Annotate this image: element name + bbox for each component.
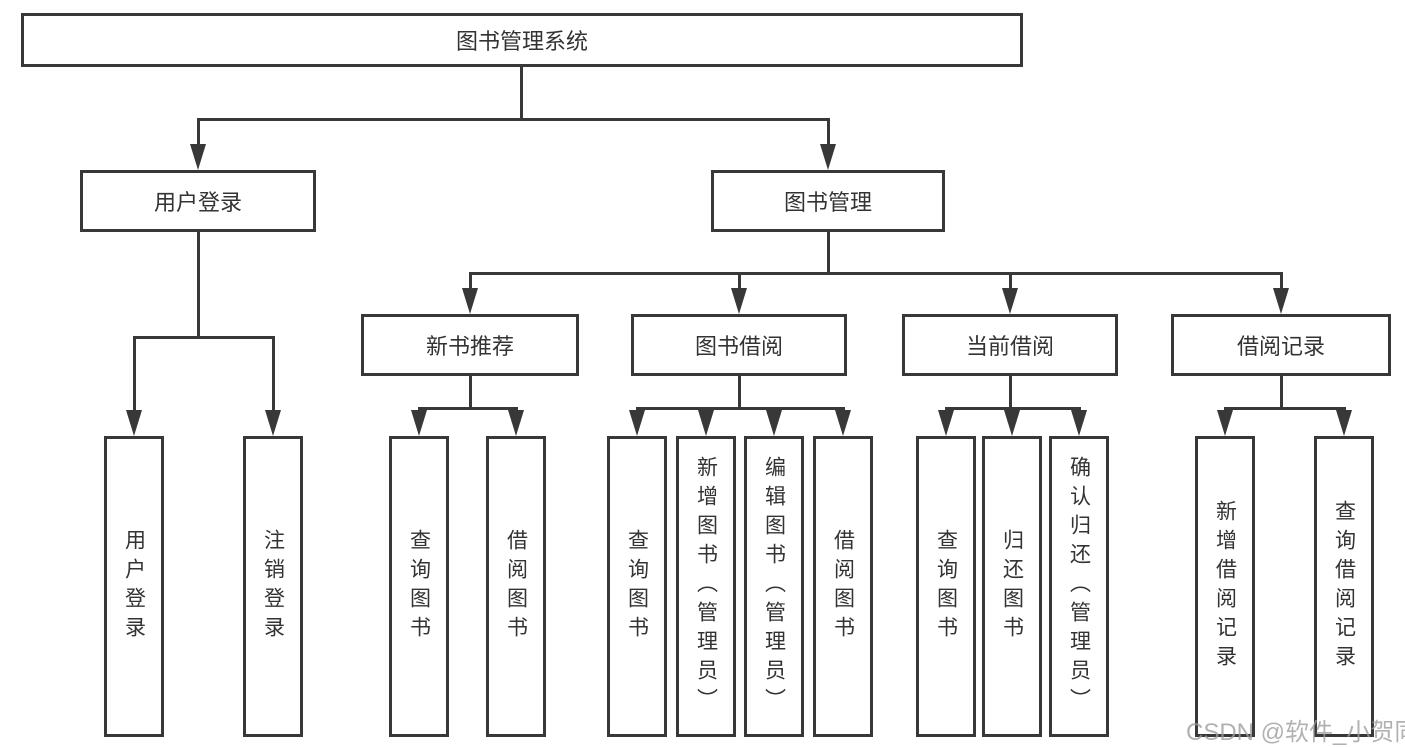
arrow-down-icon (265, 410, 281, 436)
arrow-down-icon (1217, 410, 1233, 436)
connector-line (133, 336, 136, 412)
arrow-down-icon (411, 410, 427, 436)
leaf-edit-book-admin: 编辑图书（管理员） (744, 436, 804, 737)
arrow-down-icon (629, 410, 645, 436)
leaf-label: 新增图书（管理员） (694, 456, 718, 717)
arrow-down-icon (508, 410, 524, 436)
connector-line (197, 232, 200, 339)
connector-line (469, 272, 472, 292)
leaf-add-book-admin: 新增图书（管理员） (676, 436, 736, 737)
leaf-borrow-books-recommend: 借阅图书 (486, 436, 546, 737)
node-current-borrow: 当前借阅 (902, 314, 1118, 376)
leaf-label: 借阅图书 (831, 528, 855, 645)
leaf-label: 新增借阅记录 (1213, 499, 1237, 674)
leaf-label: 查询图书 (407, 528, 431, 645)
leaf-add-borrow-record: 新增借阅记录 (1195, 436, 1255, 737)
leaf-label: 归还图书 (1000, 528, 1024, 645)
leaf-label: 查询图书 (625, 528, 649, 645)
arrow-down-icon (698, 410, 714, 436)
connector-line (469, 376, 472, 410)
connector-line (945, 407, 1081, 410)
connector-line (418, 407, 518, 410)
watermark: CSDN @软件_小贺同学 (1186, 719, 1405, 746)
arrow-down-icon (731, 288, 747, 314)
leaf-query-books-borrow: 查询图书 (607, 436, 667, 737)
connector-line (1224, 407, 1346, 410)
arrow-down-icon (1002, 288, 1018, 314)
leaf-logout: 注销登录 (243, 436, 303, 737)
arrow-down-icon (766, 410, 782, 436)
arrow-down-icon (1071, 410, 1087, 436)
arrow-down-icon (1273, 288, 1289, 314)
leaf-label: 确认归还（管理员） (1067, 456, 1091, 717)
node-borrow-records: 借阅记录 (1171, 314, 1391, 376)
leaf-user-login: 用户登录 (104, 436, 164, 737)
node-root: 图书管理系统 (21, 13, 1023, 67)
arrow-down-icon (835, 410, 851, 436)
arrow-down-icon (938, 410, 954, 436)
leaf-query-books-current: 查询图书 (916, 436, 976, 737)
arrow-down-icon (820, 144, 836, 170)
node-book-borrow: 图书借阅 (631, 314, 847, 376)
connector-line (197, 118, 200, 148)
connector-line (272, 336, 275, 412)
node-new-book-recommend: 新书推荐 (361, 314, 579, 376)
connector-line (1009, 376, 1012, 410)
connector-line (1280, 272, 1283, 292)
connector-line (827, 118, 830, 148)
connector-line (738, 376, 741, 410)
connector-line (133, 336, 275, 339)
leaf-label: 编辑图书（管理员） (762, 456, 786, 717)
connector-line (520, 67, 523, 121)
connector-line (1280, 376, 1283, 410)
arrow-down-icon (126, 410, 142, 436)
leaf-label: 用户登录 (122, 528, 146, 645)
leaf-query-books-recommend: 查询图书 (389, 436, 449, 737)
connector-line (1009, 272, 1012, 292)
leaf-return-books: 归还图书 (982, 436, 1042, 737)
arrow-down-icon (462, 288, 478, 314)
leaf-borrow-books: 借阅图书 (813, 436, 873, 737)
arrow-down-icon (1336, 410, 1352, 436)
connector-line (197, 118, 830, 121)
connector-line (469, 272, 1283, 275)
leaf-query-borrow-record: 查询借阅记录 (1314, 436, 1374, 737)
node-user-login: 用户登录 (80, 170, 316, 232)
leaf-label: 查询图书 (934, 528, 958, 645)
arrow-down-icon (190, 144, 206, 170)
connector-line (827, 232, 830, 275)
leaf-confirm-return-admin: 确认归还（管理员） (1049, 436, 1109, 737)
leaf-label: 注销登录 (261, 528, 285, 645)
leaf-label: 借阅图书 (504, 528, 528, 645)
arrow-down-icon (1004, 410, 1020, 436)
connector-line (738, 272, 741, 292)
connector-line (636, 407, 845, 410)
leaf-label: 查询借阅记录 (1332, 499, 1356, 674)
node-book-management: 图书管理 (711, 170, 945, 232)
